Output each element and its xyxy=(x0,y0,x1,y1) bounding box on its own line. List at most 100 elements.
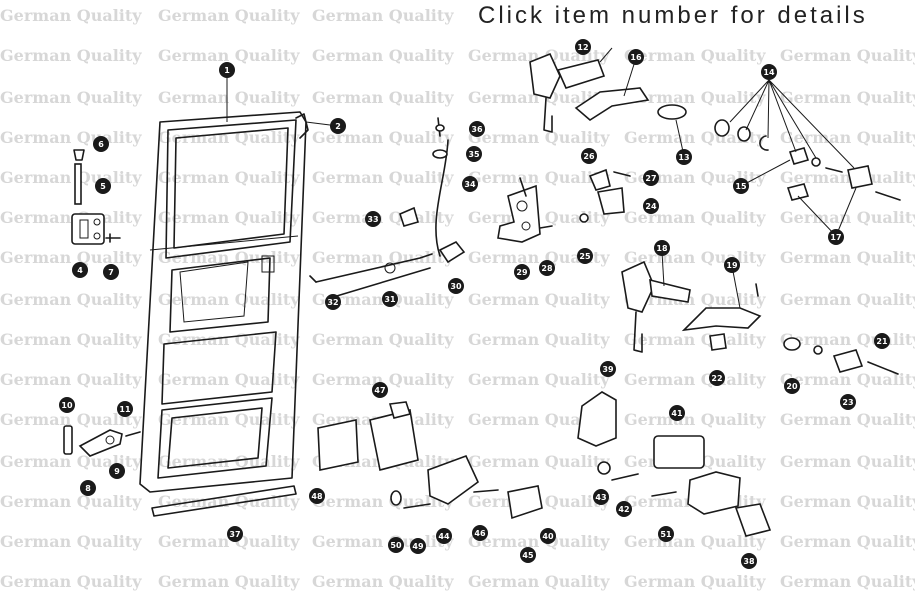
callout-number[interactable]: 17 xyxy=(830,233,841,242)
callout-marker[interactable] xyxy=(733,178,749,194)
callout-number[interactable]: 48 xyxy=(311,492,323,501)
callout-item-49[interactable]: 49 xyxy=(410,538,426,554)
callout-marker[interactable] xyxy=(669,405,685,421)
callout-marker[interactable] xyxy=(472,525,488,541)
callout-marker[interactable] xyxy=(219,62,235,78)
callout-item-46[interactable]: 46 xyxy=(472,525,488,541)
callout-number[interactable]: 19 xyxy=(726,261,738,270)
callout-number[interactable]: 2 xyxy=(335,122,341,131)
callout-item-39[interactable]: 39 xyxy=(600,361,616,377)
callout-number[interactable]: 26 xyxy=(583,152,595,161)
callout-marker[interactable] xyxy=(325,294,341,310)
callout-number[interactable]: 37 xyxy=(229,530,240,539)
callout-number[interactable]: 25 xyxy=(579,252,591,261)
callout-item-43[interactable]: 43 xyxy=(593,489,609,505)
callout-number[interactable]: 43 xyxy=(595,493,606,502)
callout-marker[interactable] xyxy=(581,148,597,164)
callout-marker[interactable] xyxy=(654,240,670,256)
callout-marker[interactable] xyxy=(466,146,482,162)
callout-marker[interactable] xyxy=(593,489,609,505)
callout-item-42[interactable]: 42 xyxy=(616,501,632,517)
callout-number[interactable]: 46 xyxy=(474,529,486,538)
callout-marker[interactable] xyxy=(95,178,111,194)
callout-marker[interactable] xyxy=(628,49,644,65)
callout-number[interactable]: 51 xyxy=(660,530,672,539)
callout-item-7[interactable]: 7 xyxy=(103,264,119,280)
callout-marker[interactable] xyxy=(514,264,530,280)
callout-item-6[interactable]: 6 xyxy=(93,136,109,152)
callout-item-17[interactable]: 17 xyxy=(828,229,844,245)
callout-marker[interactable] xyxy=(600,361,616,377)
callout-marker[interactable] xyxy=(72,262,88,278)
callout-number[interactable]: 7 xyxy=(108,268,114,277)
callout-number[interactable]: 9 xyxy=(114,467,120,476)
callout-item-38[interactable]: 38 xyxy=(741,553,757,569)
callout-number[interactable]: 29 xyxy=(516,268,528,277)
callout-marker[interactable] xyxy=(577,248,593,264)
callout-marker[interactable] xyxy=(709,370,725,386)
callout-item-2[interactable]: 2 xyxy=(330,118,346,134)
callout-number[interactable]: 13 xyxy=(678,153,689,162)
callout-item-29[interactable]: 29 xyxy=(514,264,530,280)
callout-marker[interactable] xyxy=(784,378,800,394)
callout-number[interactable]: 32 xyxy=(327,298,338,307)
callout-number[interactable]: 22 xyxy=(711,374,722,383)
callout-item-48[interactable]: 48 xyxy=(309,488,325,504)
callout-marker[interactable] xyxy=(643,198,659,214)
callout-item-18[interactable]: 18 xyxy=(654,240,670,256)
callout-item-21[interactable]: 21 xyxy=(874,333,890,349)
callout-item-20[interactable]: 20 xyxy=(784,378,800,394)
callout-marker[interactable] xyxy=(330,118,346,134)
callout-number[interactable]: 21 xyxy=(876,337,888,346)
callout-item-36[interactable]: 36 xyxy=(469,121,485,137)
callout-marker[interactable] xyxy=(658,526,674,542)
callout-item-33[interactable]: 33 xyxy=(365,211,381,227)
callout-number[interactable]: 15 xyxy=(735,182,747,191)
callout-item-14[interactable]: 14 xyxy=(761,64,777,80)
callout-number[interactable]: 40 xyxy=(542,532,554,541)
callout-marker[interactable] xyxy=(227,526,243,542)
callout-number[interactable]: 50 xyxy=(390,541,402,550)
callout-item-11[interactable]: 11 xyxy=(117,401,133,417)
callout-number[interactable]: 36 xyxy=(471,125,483,134)
callout-number[interactable]: 35 xyxy=(468,150,480,159)
callout-number[interactable]: 41 xyxy=(671,409,683,418)
callout-item-41[interactable]: 41 xyxy=(669,405,685,421)
callout-marker[interactable] xyxy=(724,257,740,273)
callout-number[interactable]: 45 xyxy=(522,551,534,560)
callout-item-44[interactable]: 44 xyxy=(436,528,452,544)
callout-marker[interactable] xyxy=(309,488,325,504)
callout-marker[interactable] xyxy=(59,397,75,413)
callout-item-10[interactable]: 10 xyxy=(59,397,75,413)
callout-marker[interactable] xyxy=(93,136,109,152)
callout-item-31[interactable]: 31 xyxy=(382,291,398,307)
callout-marker[interactable] xyxy=(540,528,556,544)
callout-number[interactable]: 44 xyxy=(438,532,450,541)
callout-number[interactable]: 4 xyxy=(77,266,83,275)
callout-number[interactable]: 38 xyxy=(743,557,755,566)
callout-item-28[interactable]: 28 xyxy=(539,260,555,276)
callout-item-5[interactable]: 5 xyxy=(95,178,111,194)
callout-item-34[interactable]: 34 xyxy=(462,176,478,192)
callout-marker[interactable] xyxy=(469,121,485,137)
callout-marker[interactable] xyxy=(365,211,381,227)
callout-number[interactable]: 20 xyxy=(786,382,798,391)
callout-number[interactable]: 18 xyxy=(656,244,668,253)
callout-item-13[interactable]: 13 xyxy=(676,149,692,165)
callout-item-26[interactable]: 26 xyxy=(581,148,597,164)
callout-number[interactable]: 49 xyxy=(412,542,424,551)
callout-item-24[interactable]: 24 xyxy=(643,198,659,214)
callout-marker[interactable] xyxy=(372,382,388,398)
callout-item-22[interactable]: 22 xyxy=(709,370,725,386)
callout-item-12[interactable]: 12 xyxy=(575,39,591,55)
callout-item-15[interactable]: 15 xyxy=(733,178,749,194)
callout-marker[interactable] xyxy=(448,278,464,294)
callout-number[interactable]: 23 xyxy=(842,398,853,407)
callout-item-27[interactable]: 27 xyxy=(643,170,659,186)
callout-item-37[interactable]: 37 xyxy=(227,526,243,542)
callout-marker[interactable] xyxy=(80,480,96,496)
callout-number[interactable]: 28 xyxy=(541,264,553,273)
callout-marker[interactable] xyxy=(874,333,890,349)
callout-number[interactable]: 6 xyxy=(98,140,104,149)
callout-marker[interactable] xyxy=(520,547,536,563)
